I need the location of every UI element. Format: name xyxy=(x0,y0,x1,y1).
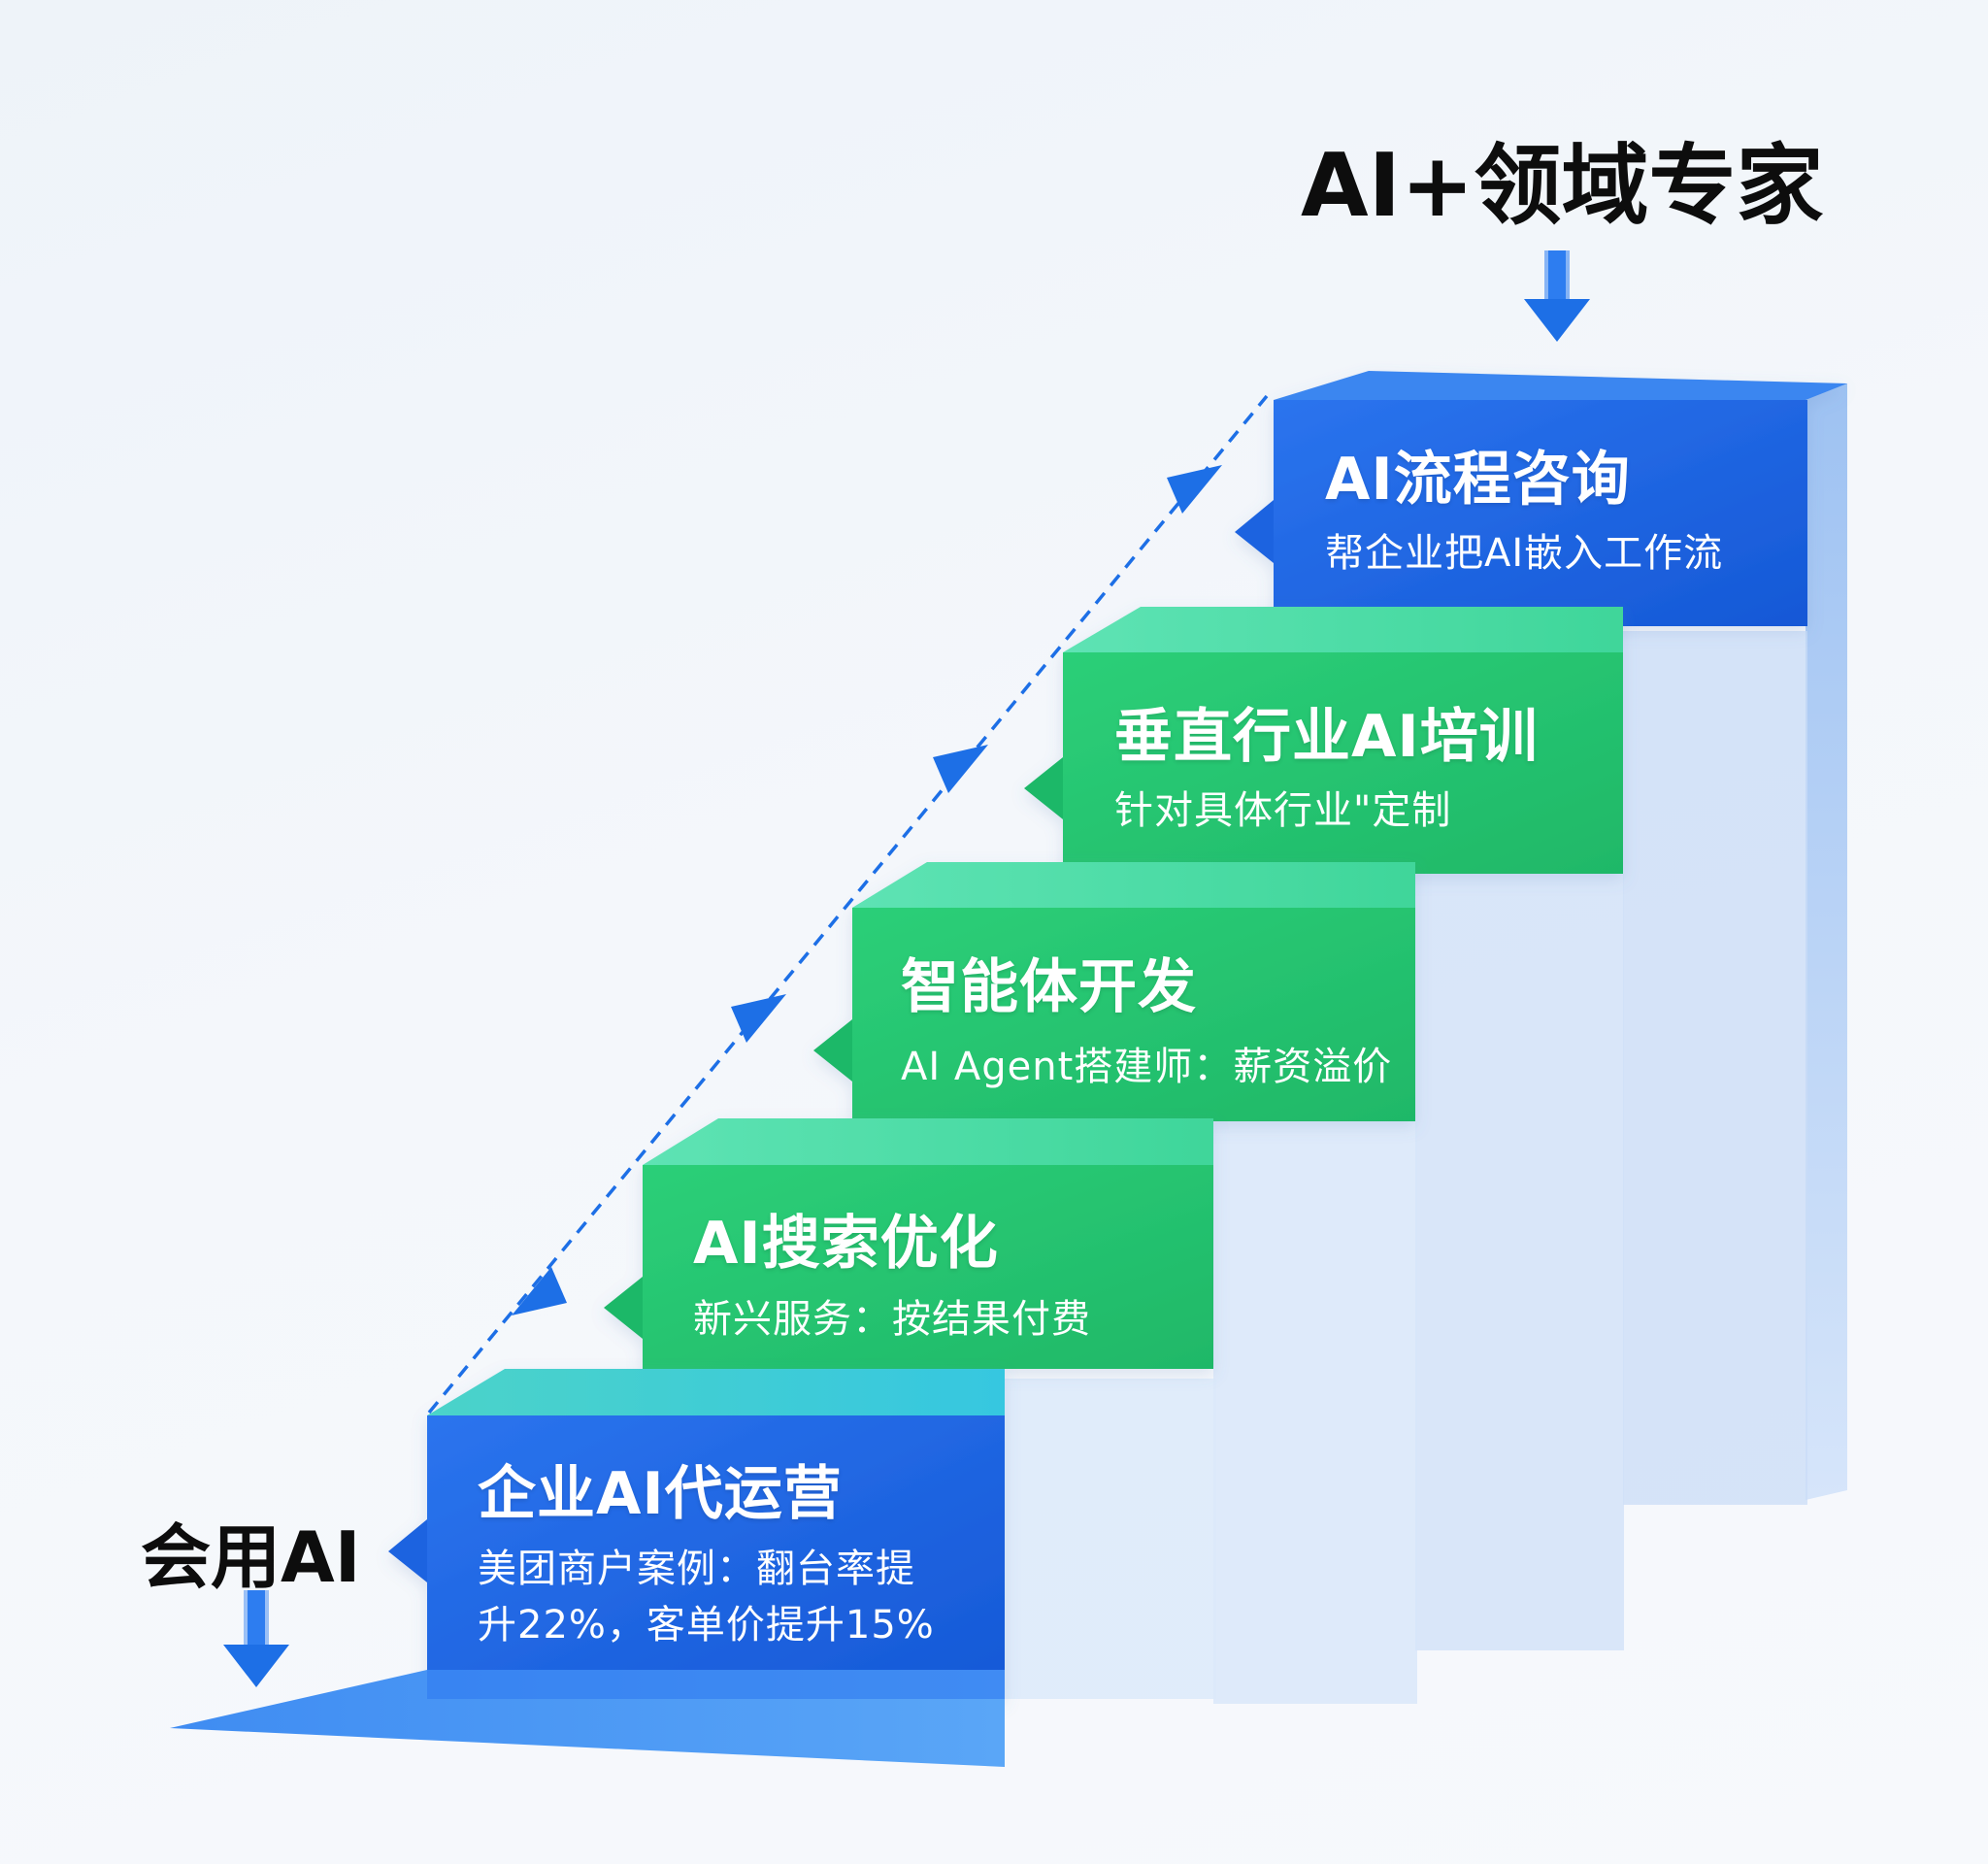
bottom-level-label: 会用AI xyxy=(141,1516,361,1598)
top-level-label: AI+领域专家 xyxy=(1301,135,1824,237)
step-4-face xyxy=(1063,652,1623,874)
step-1-title: 企业AI代运营 xyxy=(478,1460,843,1528)
step-3-face xyxy=(852,908,1415,1121)
step-1-pointer xyxy=(388,1519,427,1582)
step-5-title: AI流程咨询 xyxy=(1325,446,1631,514)
step-1-tread xyxy=(427,1369,1005,1415)
arrow-head-3 xyxy=(933,745,988,793)
step-4-subtitle: 针对具体行业"定制 xyxy=(1114,788,1452,833)
step-2-shape xyxy=(604,1118,1213,1369)
bottom-down-arrow xyxy=(223,1590,289,1687)
floor-edge xyxy=(427,1670,1005,1699)
step-2-subtitle: 新兴服务：按结果付费 xyxy=(693,1297,1091,1342)
ascending-dashed-arrow xyxy=(427,394,1269,1415)
step-4-tread xyxy=(1063,607,1623,652)
step-2-face xyxy=(643,1165,1213,1369)
step-1-subtitle: 美团商户案例：翻台率提 xyxy=(478,1547,915,1591)
side-walls xyxy=(1005,383,1847,1704)
wall-col-3 xyxy=(1213,1121,1417,1704)
top-down-arrow xyxy=(1524,250,1590,342)
step-1-face xyxy=(427,1415,1005,1699)
step-3-pointer xyxy=(813,1019,852,1082)
wall-col-4 xyxy=(1415,874,1624,1650)
wall-col-5 xyxy=(1623,631,1807,1505)
step-4-shape xyxy=(1024,607,1623,874)
step-2-pointer xyxy=(604,1277,643,1339)
step-5-face xyxy=(1274,400,1807,626)
step-4-pointer xyxy=(1024,757,1063,819)
step-3-subtitle: AI Agent搭建师：薪资溢价 xyxy=(901,1045,1393,1089)
step-1-shape xyxy=(388,1369,1005,1699)
step-2-title: AI搜索优化 xyxy=(693,1210,999,1278)
arrow-head-4 xyxy=(1167,465,1222,514)
step-3-shape xyxy=(813,862,1415,1121)
step-5-subtitle: 帮企业把AI嵌入工作流 xyxy=(1325,531,1724,576)
wall-col-2 xyxy=(1005,1379,1216,1699)
arrow-head-2 xyxy=(731,994,786,1043)
step-1-subtitle-line2: 升22%，客单价提升15% xyxy=(478,1603,935,1648)
step-2-tread xyxy=(643,1118,1213,1165)
arrow-head-1 xyxy=(512,1267,567,1315)
step-4-title: 垂直行业AI培训 xyxy=(1114,703,1539,771)
step-3-title: 智能体开发 xyxy=(901,953,1197,1021)
step-5-pointer xyxy=(1235,500,1274,563)
step-5-tread xyxy=(1274,371,1847,400)
top-side-wall xyxy=(1806,383,1847,1500)
step-5-shape xyxy=(1235,371,1847,626)
step-3-tread xyxy=(852,862,1415,908)
